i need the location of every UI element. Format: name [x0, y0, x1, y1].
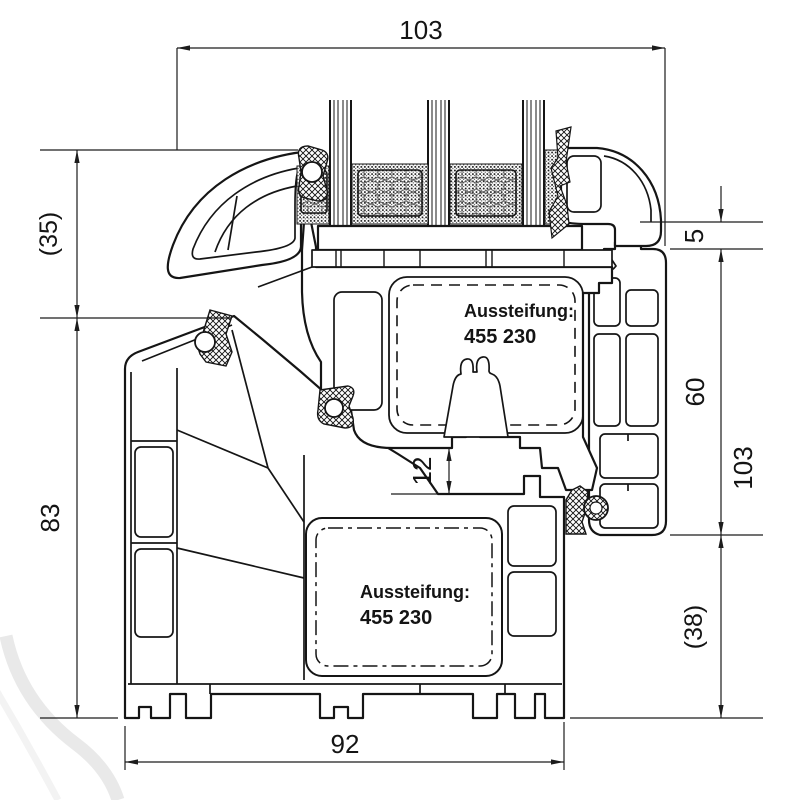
- frame-web-diag2: [176, 429, 269, 469]
- dimension-center-gap: 12: [391, 448, 452, 495]
- packer-ticks: [335, 250, 565, 267]
- glazing-unit: [257, 100, 613, 288]
- gaskets: [194, 145, 609, 535]
- frame-web-diag4: [176, 547, 305, 579]
- dimension-bottom-width: 92: [124, 722, 565, 770]
- frame-steel-reinforcement-dashed: [315, 527, 493, 667]
- glass-pane-1: [329, 100, 352, 226]
- lower-reinforcement-value: 455 230: [360, 607, 432, 629]
- dimension-left-height: 83: [35, 318, 118, 719]
- sash-body-outline: [300, 200, 614, 492]
- glazing-bridge-plate: [316, 224, 584, 252]
- glazing-bead: [548, 126, 663, 248]
- glass-pane-2: [427, 100, 450, 226]
- frame-web-diag3: [267, 467, 305, 523]
- glazing-bead-chamber: [566, 155, 602, 213]
- dim-right-lower-label: (38): [680, 605, 708, 649]
- sash-screw-boss: [443, 356, 509, 438]
- frame-reinforcement-chamber: [305, 517, 503, 677]
- frame-profile: [123, 314, 566, 720]
- frame-chamber-left-2: [134, 548, 174, 638]
- frame-web-diag1: [231, 329, 269, 469]
- sash-steel-reinforcement-dashed: [396, 284, 576, 426]
- reinforcement-annotations: Aussteifung: 455 230 Aussteifung: 455 23…: [360, 301, 574, 629]
- dimension-left-upper: (35): [35, 149, 298, 319]
- dim-right-mid-label: 60: [680, 378, 710, 407]
- watermark-curve: [0, 634, 125, 800]
- dimensions: 103 (35) 83: [35, 15, 763, 770]
- column-chamber-3: [593, 333, 621, 427]
- upper-reinforcement-value: 455 230: [464, 326, 536, 348]
- glazing-packer-strip: [311, 249, 613, 268]
- sash-nose-chamber-divider: [214, 185, 298, 253]
- dim-center-gap-label: 12: [407, 457, 437, 486]
- dim-left-upper-label: (35): [35, 212, 63, 256]
- column-chamber-2: [625, 289, 659, 327]
- dimension-right-chain: 5 60 (38) 103: [570, 186, 763, 719]
- frame-right-column: [587, 220, 668, 537]
- sash-stem-gasket-bulb: [324, 398, 344, 418]
- sash-nose-web: [227, 195, 238, 251]
- dimension-top-width: 103: [176, 15, 666, 246]
- sash-profile: [166, 149, 614, 492]
- glass-pane-3: [522, 100, 545, 226]
- column-chamber-5: [599, 433, 659, 479]
- dim-bottom-width-label: 92: [331, 729, 360, 759]
- sash-rebate-slope: [257, 266, 313, 288]
- upper-reinforcement-label: Aussteifung:: [464, 301, 574, 321]
- dim-left-height-label: 83: [35, 504, 65, 533]
- dim-right-step-label: 5: [679, 229, 709, 243]
- sash-nose-inner-wall: [191, 167, 300, 260]
- frame-chamber-right-1: [507, 505, 557, 567]
- dim-right-total-label: 103: [728, 446, 758, 489]
- frame-right-gasket-wedge-icon: [565, 485, 589, 535]
- lower-reinforcement-label: Aussteifung:: [360, 582, 470, 602]
- sash-top-gasket-bulb: [301, 161, 323, 183]
- column-chamber-4: [625, 333, 659, 427]
- spacer-b: [455, 169, 517, 217]
- glazing-bead-inner-arc: [603, 155, 652, 222]
- spacer-a: [357, 169, 423, 217]
- frame-chamber-right-2: [507, 571, 557, 637]
- frame-chamber-left-1: [134, 446, 174, 538]
- glazing-wedge-gasket-icon: [548, 126, 572, 240]
- dim-top-width-label: 103: [399, 15, 442, 45]
- frame-right-gasket-core: [589, 501, 603, 515]
- frame-left-gasket-bulb: [194, 331, 216, 353]
- sash-chamber-left: [333, 291, 383, 411]
